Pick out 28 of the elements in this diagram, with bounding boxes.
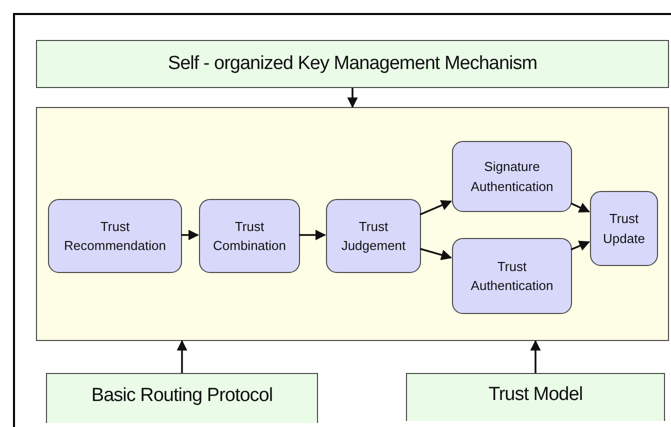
container-box — [36, 107, 669, 341]
arrow — [420, 248, 452, 260]
arrow — [347, 88, 358, 108]
arrow — [570, 202, 590, 213]
box-label: Trust Authentication — [470, 258, 554, 295]
process-box — [48, 199, 182, 273]
box-label: Trust Recommendation — [63, 218, 167, 255]
box-label: Basic Routing Protocol — [91, 384, 273, 406]
box-label: Trust Combination — [212, 218, 287, 255]
process-box — [452, 141, 572, 212]
arrow — [570, 240, 590, 251]
box-label: Self - organized Key Management Mechanism — [168, 53, 538, 75]
module-band — [36, 40, 669, 88]
arrow — [420, 200, 452, 216]
box-label: Trust Judgement — [340, 218, 407, 255]
arrow — [530, 340, 541, 373]
process-box — [452, 238, 572, 314]
box-label: Trust Update — [602, 210, 646, 248]
process-box — [199, 199, 300, 273]
box-label: Signature Authentication — [470, 158, 554, 196]
module-band — [46, 373, 318, 423]
module-band — [406, 373, 665, 421]
arrow — [299, 230, 326, 240]
box-label: Trust Model — [488, 384, 583, 406]
process-box — [326, 199, 421, 273]
process-box — [590, 191, 658, 266]
arrow — [181, 230, 200, 240]
arrow — [176, 340, 188, 373]
